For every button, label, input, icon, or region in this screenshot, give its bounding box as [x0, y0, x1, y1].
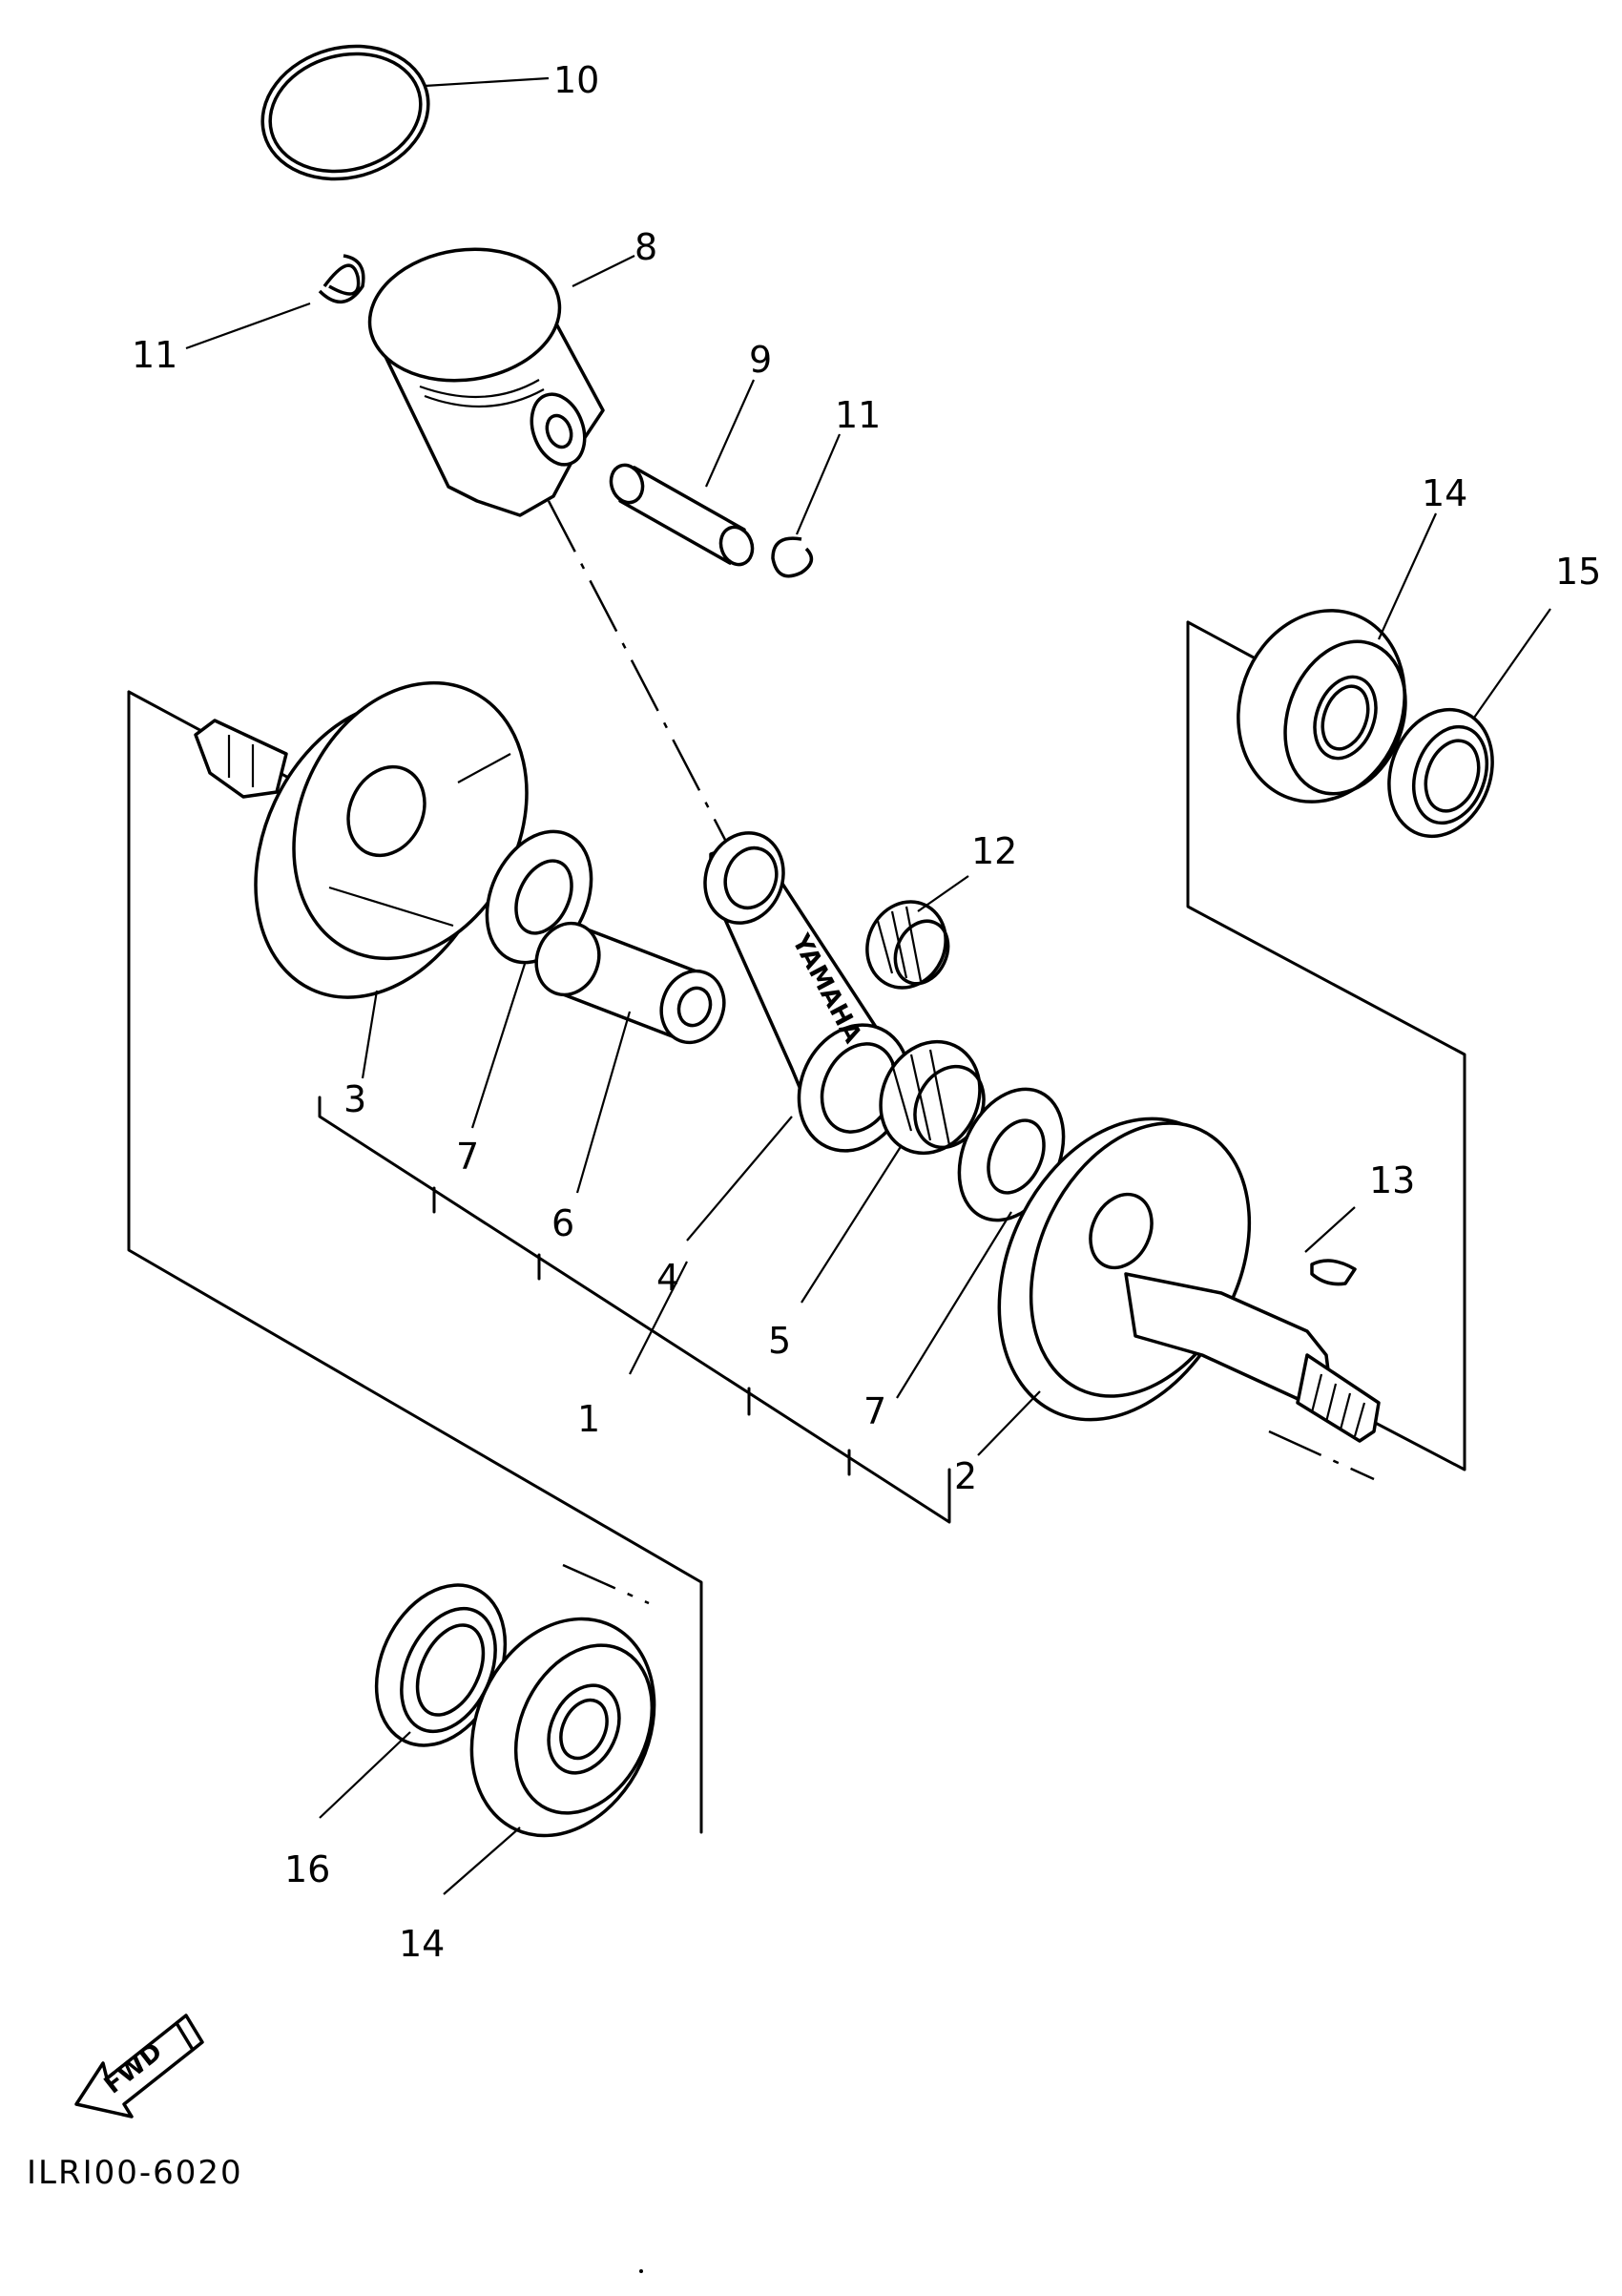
leader-lines — [185, 76, 1551, 1895]
callout-12: 12 — [971, 830, 1017, 872]
alignment-dash-lines — [547, 500, 1375, 1605]
big-end-bearing-part — [879, 1039, 986, 1156]
callout-15: 15 — [1555, 551, 1601, 593]
callout-16: 16 — [284, 1848, 330, 1890]
fwd-arrow-icon: FWD — [74, 2014, 204, 2119]
woodruff-key-part — [1310, 1259, 1357, 1286]
callout-10: 10 — [553, 59, 599, 101]
callout-7-right: 7 — [863, 1390, 886, 1432]
callout-7-left: 7 — [456, 1136, 479, 1178]
assembly-bracket-lines — [127, 620, 1466, 1834]
callout-2: 2 — [954, 1455, 977, 1497]
piston-ring-part — [260, 44, 430, 181]
piston-part — [367, 247, 605, 517]
crank-left-part — [194, 680, 529, 999]
callout-14-lower: 14 — [399, 1923, 445, 1965]
callout-3: 3 — [343, 1078, 366, 1120]
crank-right-part — [997, 1117, 1381, 1443]
bearing-part-lower — [469, 1617, 656, 1838]
stray-mark — [639, 2269, 643, 2273]
small-end-bearing-part — [865, 900, 950, 990]
bearing-part-upper — [1237, 609, 1407, 804]
callout-13: 13 — [1369, 1159, 1415, 1201]
diagram-code: ILRI00-6020 — [27, 2154, 243, 2192]
callout-14-upper: 14 — [1422, 472, 1467, 514]
crank-pin-part — [534, 921, 726, 1045]
callout-11-right: 11 — [835, 394, 881, 436]
callout-11-left: 11 — [132, 334, 177, 376]
oil-seal-part — [1387, 707, 1494, 839]
circlip-part-right — [771, 536, 814, 578]
circlip-part-left — [318, 254, 365, 303]
callout-5: 5 — [768, 1320, 791, 1362]
callout-1: 1 — [577, 1398, 600, 1440]
piston-pin-part — [609, 463, 755, 567]
callout-4: 4 — [656, 1257, 679, 1299]
callout-9: 9 — [749, 339, 772, 381]
callout-8: 8 — [634, 226, 657, 268]
callout-labels: 10 8 11 9 11 14 15 12 3 7 6 4 13 5 1 7 2… — [132, 59, 1601, 1965]
callout-6: 6 — [551, 1202, 574, 1244]
